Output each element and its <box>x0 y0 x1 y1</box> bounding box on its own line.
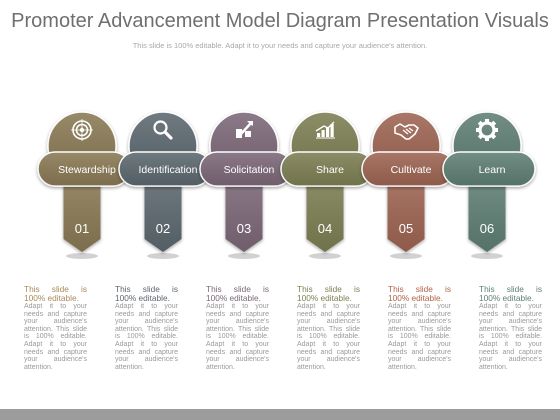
description-heading: This slide is 100% editable. <box>115 285 178 303</box>
step-number: 06 <box>480 221 494 236</box>
step-label: Learn <box>479 164 506 176</box>
target-icon <box>71 119 93 141</box>
description-body: Adapt it to your needs and capture your … <box>24 303 87 371</box>
description-heading: This slide is 100% editable. <box>479 285 542 303</box>
step-number: 02 <box>156 221 170 236</box>
step-1-shape <box>37 111 131 259</box>
step-label: Share <box>316 164 344 176</box>
slide-subtitle: This slide is 100% editable. Adapt it to… <box>132 41 428 50</box>
step-number: 03 <box>237 221 251 236</box>
description-body: Adapt it to your needs and capture your … <box>479 303 542 371</box>
description-heading: This slide is 100% editable. <box>24 285 87 303</box>
step-number: 04 <box>318 221 332 236</box>
step-3-shape <box>199 111 293 259</box>
step-5-shape <box>361 111 455 259</box>
step-2-description: This slide is 100% editable.Adapt it to … <box>115 285 178 371</box>
step-label: Stewardship <box>58 164 116 176</box>
step-label: Cultivate <box>391 164 432 176</box>
description-body: Adapt it to your needs and capture your … <box>388 303 451 371</box>
step-4-description: This slide is 100% editable.Adapt it to … <box>297 285 360 371</box>
step-4-shape <box>280 111 374 259</box>
step-5-description: This slide is 100% editable.Adapt it to … <box>388 285 451 371</box>
description-body: Adapt it to your needs and capture your … <box>115 303 178 371</box>
description-heading: This slide is 100% editable. <box>297 285 360 303</box>
slide-title: Promoter Advancement Model Diagram Prese… <box>11 10 549 32</box>
search-icon <box>153 120 173 140</box>
gear-icon <box>476 119 498 141</box>
step-6-description: This slide is 100% editable.Adapt it to … <box>479 285 542 371</box>
step-3-description: This slide is 100% editable.Adapt it to … <box>206 285 269 371</box>
step-number: 01 <box>75 221 89 236</box>
step-label: Identification <box>139 164 198 176</box>
step-6-shape <box>442 111 536 259</box>
description-heading: This slide is 100% editable. <box>388 285 451 303</box>
description-body: Adapt it to your needs and capture your … <box>297 303 360 371</box>
description-body: Adapt it to your needs and capture your … <box>206 303 269 371</box>
handshake-icon <box>394 123 419 140</box>
bar-chart-icon <box>315 121 335 139</box>
step-label: Solicitation <box>224 164 275 176</box>
footer-bar <box>0 409 560 420</box>
tools-icon <box>236 121 253 138</box>
step-number: 05 <box>399 221 413 236</box>
description-heading: This slide is 100% editable. <box>206 285 269 303</box>
step-1-description: This slide is 100% editable.Adapt it to … <box>24 285 87 371</box>
